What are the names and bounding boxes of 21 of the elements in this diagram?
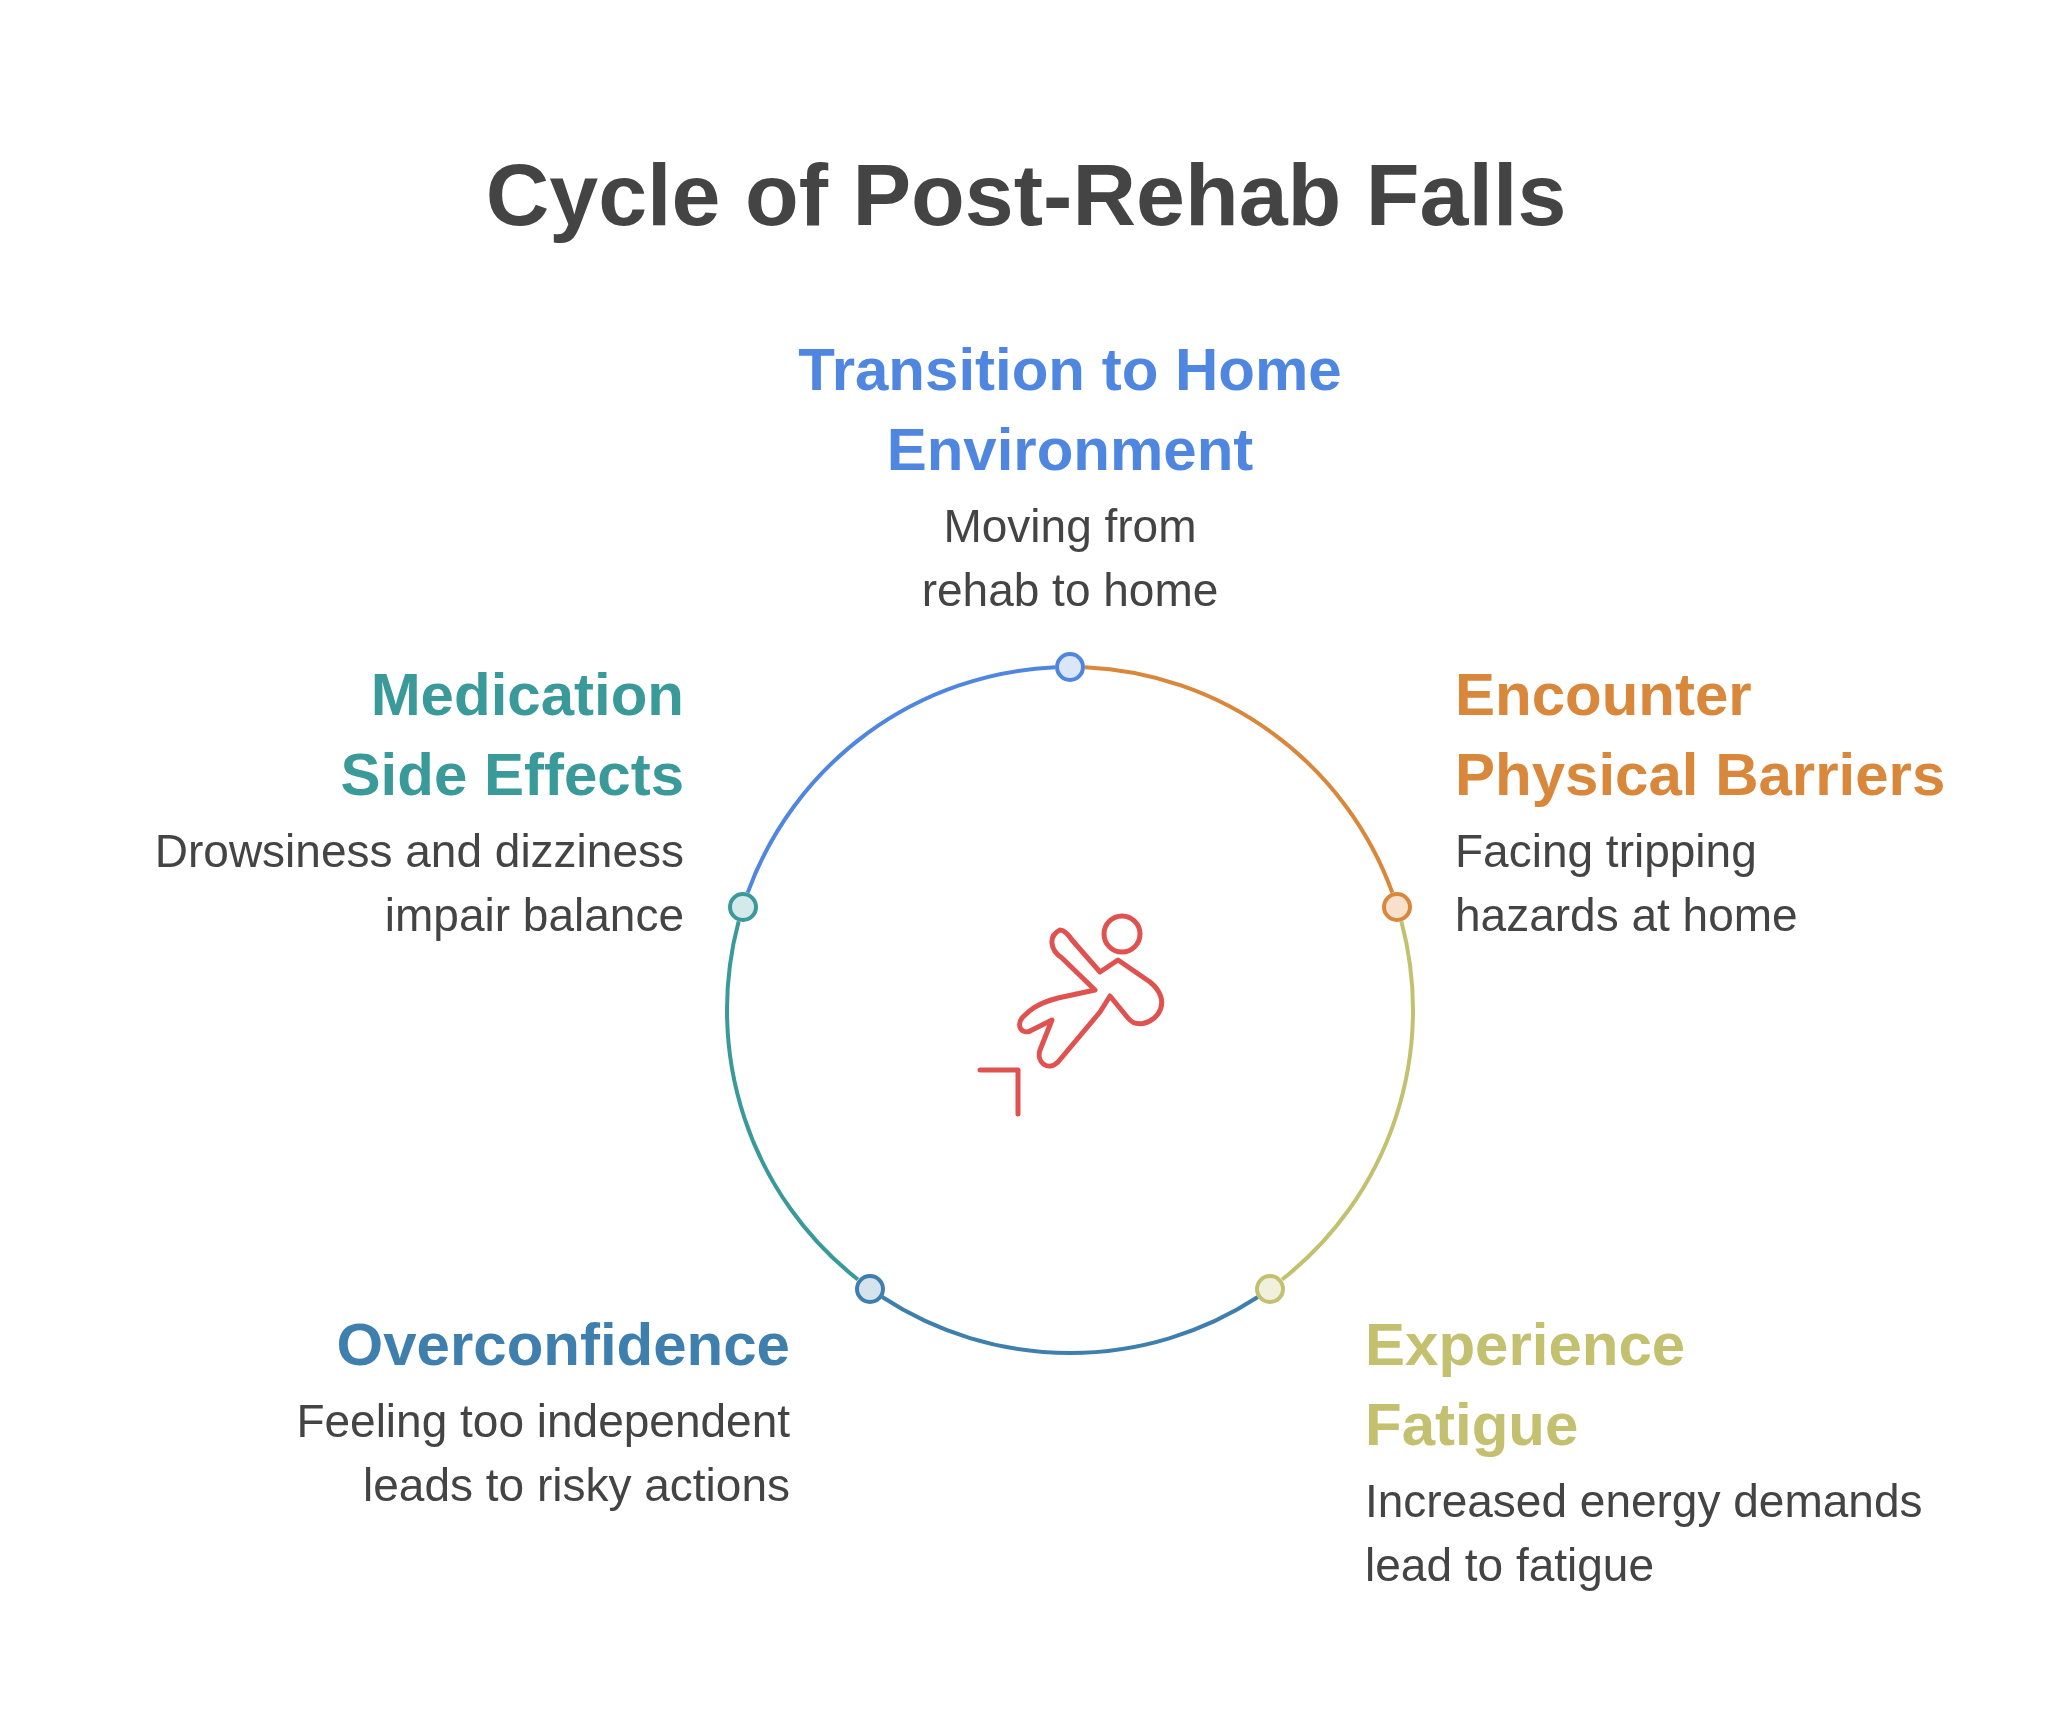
cycle-arc xyxy=(1280,920,1415,1281)
step-description: Drowsiness and dizziness impair balance xyxy=(153,824,684,943)
cycle-dot xyxy=(727,891,758,922)
step-description: Increased energy demands lead to fatigue xyxy=(1365,1474,1924,1593)
step-heading: Medication Side Effects xyxy=(339,660,684,810)
step-heading: Encounter Physical Barriers xyxy=(1455,660,1947,810)
cycle-arc xyxy=(745,665,1056,894)
step-description: Facing tripping hazards at home xyxy=(1455,824,1799,943)
step-description: Feeling too independent leads to risky actions xyxy=(295,1394,790,1513)
step-heading: Transition to Home Environment xyxy=(797,335,1343,485)
title: Cycle of Post-Rehab Falls xyxy=(484,144,1568,246)
cycle-arc xyxy=(725,920,860,1281)
cycle-dot xyxy=(1055,652,1085,682)
step-heading: Experience Fatigue xyxy=(1365,1310,1687,1460)
cycle-dot xyxy=(1255,1273,1286,1304)
step-description: Moving from rehab to home xyxy=(920,499,1220,618)
cycle-arc xyxy=(881,1295,1259,1355)
cycle-dot xyxy=(1382,891,1413,922)
step-heading: Overconfidence xyxy=(336,1310,790,1380)
cycle-dot xyxy=(854,1273,885,1304)
cycle-arc xyxy=(1084,665,1395,894)
